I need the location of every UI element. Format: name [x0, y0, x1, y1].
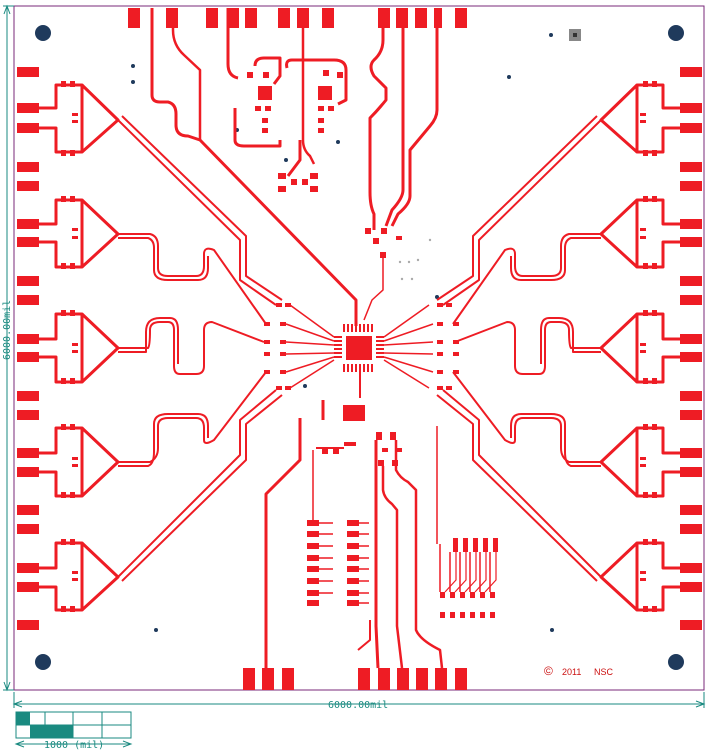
copyright-silkscreen: © 2011 NSC [544, 664, 614, 678]
mounting-hole-top-right [668, 25, 684, 41]
lower-right-resistor-array [440, 538, 498, 618]
vias [131, 33, 554, 632]
width-dimension [12, 692, 706, 708]
left-edge-connector [17, 67, 39, 630]
chip-termination-components [264, 228, 459, 390]
mounting-holes [35, 25, 684, 670]
scale-label: 1000 (mil) [44, 740, 104, 751]
left-channel-components [61, 81, 78, 612]
test-points [398, 238, 432, 281]
right-channel-components [640, 81, 657, 612]
copyright-owner: NSC [594, 667, 614, 677]
bottom-edge-connector [243, 668, 467, 690]
copyright-year: 2011 [562, 667, 581, 677]
top-amplifier-cluster [247, 70, 343, 192]
mounting-hole-bottom-left [35, 654, 51, 670]
central-ic-pins [334, 324, 384, 372]
left-channel-traces [39, 83, 120, 612]
height-label: 6000.00mil [2, 300, 13, 360]
copper-traces [39, 8, 680, 669]
width-label: 6000.00mil [328, 700, 388, 711]
copyright-symbol: © [544, 664, 553, 678]
top-edge-connector [128, 8, 467, 28]
lower-center-components [322, 405, 402, 466]
central-ic [346, 336, 372, 360]
lower-left-resistor-array [307, 520, 359, 606]
scale-bar [14, 711, 133, 748]
mounting-hole-bottom-right [668, 654, 684, 670]
right-channel-traces [599, 83, 680, 612]
right-edge-connector [680, 67, 702, 630]
height-dimension [3, 4, 14, 692]
mounting-hole-top-left [35, 25, 51, 41]
